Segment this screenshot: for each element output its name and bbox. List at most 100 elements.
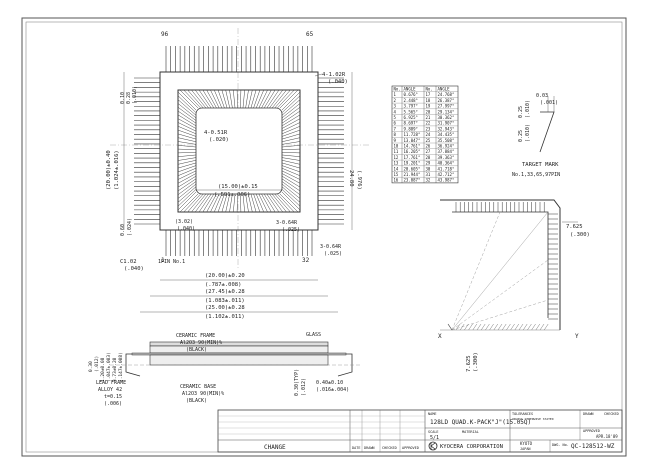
finger-right bbox=[281, 95, 301, 113]
dim-top-a: 0.10 bbox=[120, 92, 126, 104]
finger-bottom bbox=[263, 193, 276, 213]
target-mark: 0.25 (.010) 0.25 (.010) 0.03 (.001) TARG… bbox=[512, 93, 560, 178]
detail-lead-bottom bbox=[502, 323, 507, 331]
angle-table-cell: 30.362° bbox=[438, 115, 455, 120]
angle-table-cell: 4 bbox=[394, 109, 397, 114]
detail-lead-bottom bbox=[539, 323, 545, 331]
section-h6: (.147±.008) bbox=[118, 352, 124, 382]
finger-top bbox=[258, 89, 268, 109]
finger-top bbox=[253, 89, 261, 109]
angle-table-cell: 21.944° bbox=[404, 172, 421, 177]
title-name: 128LD QUAD.K-PACK"J"(15.05Q) bbox=[430, 419, 531, 426]
title-name-label: NAME bbox=[428, 412, 436, 416]
detail-lead-bottom bbox=[468, 323, 473, 331]
dim-br-chamfer-in: (.025) bbox=[282, 227, 300, 233]
title-date-signed: APR.18'89 bbox=[596, 434, 618, 439]
pin1-mark: 1PIN No.1 bbox=[158, 259, 185, 265]
dim-pitch-in: (.040) bbox=[124, 266, 144, 272]
finger-bottom bbox=[269, 193, 283, 213]
title-scale: 5/1 bbox=[430, 435, 439, 441]
angle-table-cell: 5 bbox=[394, 115, 397, 120]
cavity-lead-fingers bbox=[177, 89, 301, 213]
finger-left bbox=[177, 162, 197, 169]
angle-table-cell: 3 bbox=[394, 104, 397, 109]
finger-left bbox=[177, 157, 197, 161]
dim-width-3-in: (1.102±.011) bbox=[205, 314, 245, 320]
angle-table-cell: 32.943° bbox=[438, 126, 455, 131]
finger-left bbox=[177, 118, 197, 129]
label-ceramic-base: CERAMIC BASE bbox=[180, 384, 216, 390]
label-standoff-in: (.012) bbox=[301, 378, 307, 396]
finger-bottom bbox=[266, 193, 280, 213]
angle-table-cell: 25 bbox=[426, 138, 431, 143]
angle-table-cell: 26 bbox=[426, 144, 431, 149]
title-approved-label: APPROVED bbox=[583, 429, 600, 433]
finger-right bbox=[281, 110, 301, 124]
finger-top bbox=[187, 89, 204, 109]
angle-table-cell: 24 bbox=[426, 132, 431, 137]
title-col-date: DATE bbox=[352, 446, 360, 450]
detail-lead-bottom bbox=[506, 323, 511, 331]
finger-right bbox=[281, 148, 301, 150]
finger-bottom bbox=[210, 193, 220, 213]
finger-bottom bbox=[195, 193, 209, 213]
angle-table-cell: 32 bbox=[426, 178, 431, 183]
finger-right bbox=[281, 133, 301, 140]
finger-right bbox=[281, 114, 301, 127]
target-dim-2-in: (.010) bbox=[525, 124, 531, 142]
dim-top-in: (.010) bbox=[132, 86, 138, 104]
finger-left bbox=[177, 191, 197, 211]
angle-table-cell: 43.987° bbox=[438, 178, 455, 183]
angle-table-cell: 15 bbox=[394, 172, 399, 177]
finger-top bbox=[202, 89, 215, 109]
finger-right bbox=[281, 189, 301, 207]
title-scale-label: SCALE bbox=[428, 430, 439, 434]
finger-left bbox=[177, 152, 197, 154]
angle-table-header: No. bbox=[426, 87, 433, 92]
angle-table-cell: 6.925° bbox=[404, 115, 418, 120]
finger-top bbox=[236, 89, 238, 109]
finger-right bbox=[281, 165, 301, 173]
finger-right bbox=[281, 186, 301, 203]
finger-top bbox=[225, 89, 230, 109]
finger-top bbox=[179, 89, 199, 109]
finger-bottom bbox=[206, 193, 217, 213]
finger-bottom bbox=[202, 193, 215, 213]
finger-top bbox=[250, 89, 257, 109]
detail-lead-bottom bbox=[485, 323, 490, 331]
dim-chamfer-outer-in: (.040) bbox=[328, 79, 348, 85]
finger-left bbox=[177, 189, 197, 207]
finger-bottom bbox=[179, 193, 199, 213]
angle-table-cell: 3.797° bbox=[404, 104, 418, 109]
finger-right bbox=[281, 160, 301, 165]
finger-right bbox=[281, 183, 301, 199]
finger-top bbox=[266, 89, 280, 109]
finger-right bbox=[281, 91, 301, 111]
label-ceramic-frame: CERAMIC FRAME bbox=[176, 333, 215, 339]
finger-top bbox=[229, 89, 233, 109]
detail-axis-y: Y bbox=[575, 333, 579, 340]
angle-table-cell: 9 bbox=[394, 138, 397, 143]
target-dim-3-in: (.001) bbox=[540, 100, 558, 106]
dim-width-1-in: (.787±.008) bbox=[205, 282, 241, 288]
finger-top bbox=[206, 89, 217, 109]
target-mark-note: No.1,33,65,97PIN bbox=[512, 172, 560, 178]
dim-bl-chamfer: (3.02) bbox=[175, 219, 193, 225]
angle-table-cell: 13.047° bbox=[404, 138, 421, 143]
detail-dim-in: (.300) bbox=[570, 232, 590, 238]
label-ceramic-frame-color: (BLACK) bbox=[186, 347, 207, 353]
finger-bottom bbox=[261, 193, 272, 213]
dim-top-b: 0.28 bbox=[126, 92, 132, 104]
angle-table-cell: 0.676° bbox=[404, 92, 418, 97]
finger-top bbox=[221, 89, 228, 109]
angle-table-cell: 13 bbox=[394, 161, 399, 166]
finger-right bbox=[281, 154, 301, 157]
finger-bottom bbox=[221, 193, 228, 213]
title-col-checked: CHECKED bbox=[382, 446, 397, 450]
target-dim-1: 0.25 bbox=[518, 106, 524, 118]
title-country: JAPAN bbox=[520, 447, 531, 451]
angle-table-cell: 19 bbox=[426, 104, 431, 109]
finger-left bbox=[177, 95, 197, 113]
finger-top bbox=[279, 89, 299, 109]
